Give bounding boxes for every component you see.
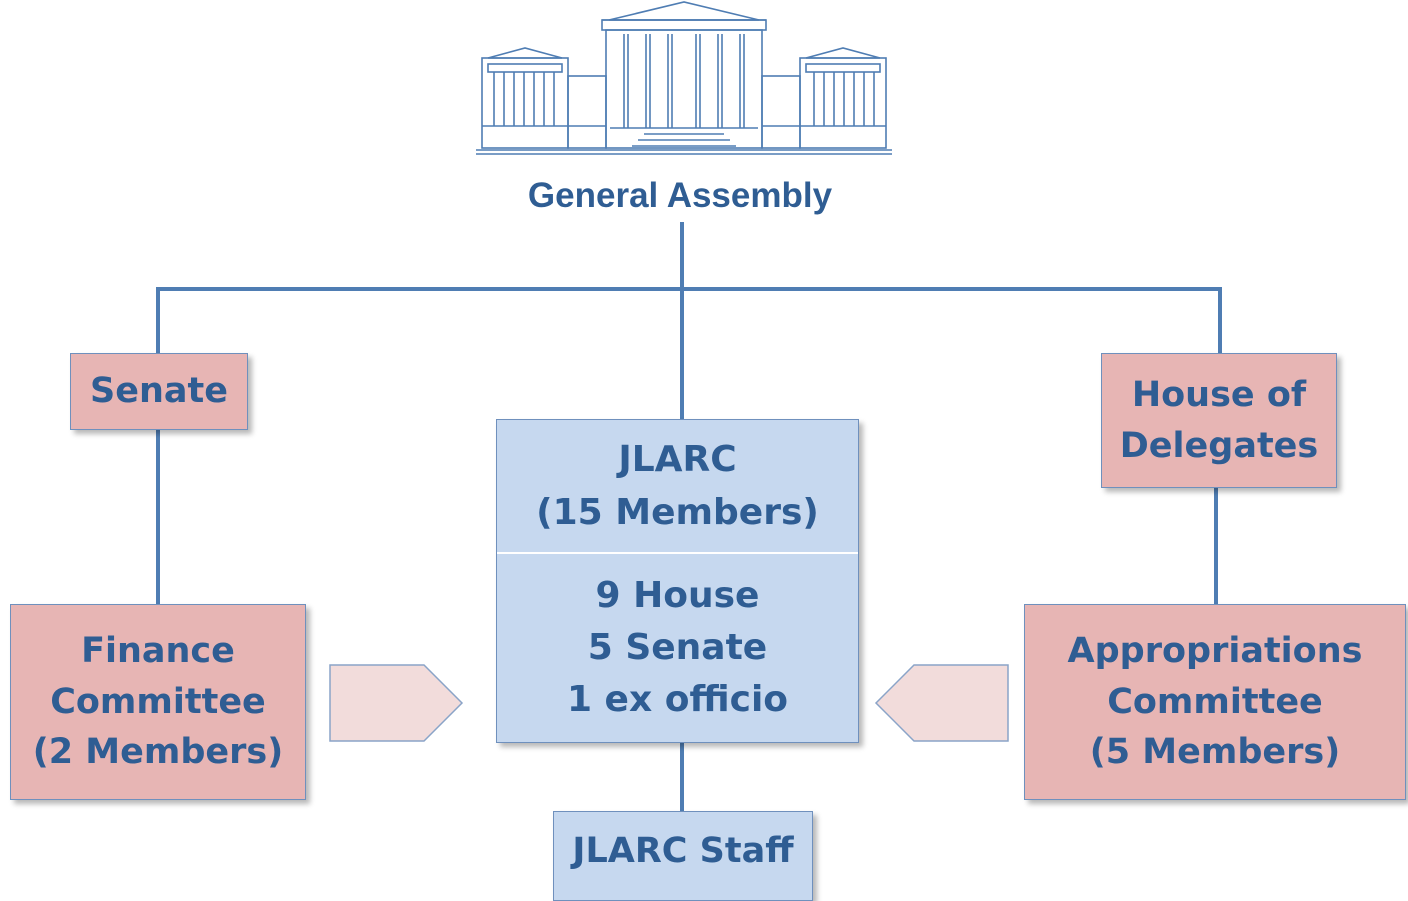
diagram-title: General Assembly	[527, 176, 833, 215]
finance-line2: Committee	[50, 681, 266, 722]
jlarc-box: JLARC (15 Members) 9 House 5 Senate 1 ex…	[496, 419, 859, 743]
jlarc-composition: 9 House 5 Senate 1 ex officio	[497, 554, 858, 742]
arrow-right-shape	[329, 664, 464, 742]
arrow-left-shape	[874, 664, 1009, 742]
appropriations-line3: (5 Members)	[1089, 732, 1341, 773]
finance-committee-box: Finance Committee (2 Members)	[10, 604, 306, 800]
finance-line1: Finance	[81, 630, 235, 671]
senate-label: Senate	[90, 371, 228, 412]
house-label-line1: House of	[1131, 374, 1307, 415]
jlarc-member-count: (15 Members)	[536, 491, 819, 533]
staff-label: JLARC Staff	[572, 831, 794, 871]
house-label-line2: Delegates	[1119, 425, 1319, 466]
composition-item: 9 House	[595, 574, 760, 616]
finance-line3: (2 Members)	[32, 732, 284, 773]
jlarc-divider	[497, 552, 858, 554]
appropriations-line2: Committee	[1107, 681, 1323, 722]
capitol-building-icon	[476, 1, 892, 155]
jlarc-name: JLARC	[618, 439, 737, 481]
appropriations-line1: Appropriations	[1067, 630, 1363, 671]
jlarc-header: JLARC (15 Members)	[497, 420, 858, 553]
senate-box: Senate	[70, 353, 248, 430]
composition-item: 5 Senate	[587, 626, 768, 668]
appropriations-committee-box: Appropriations Committee (5 Members)	[1024, 604, 1406, 800]
jlarc-staff-box: JLARC Staff	[553, 811, 813, 901]
house-of-delegates-box: House of Delegates	[1101, 353, 1337, 488]
composition-item: 1 ex officio	[566, 679, 789, 721]
